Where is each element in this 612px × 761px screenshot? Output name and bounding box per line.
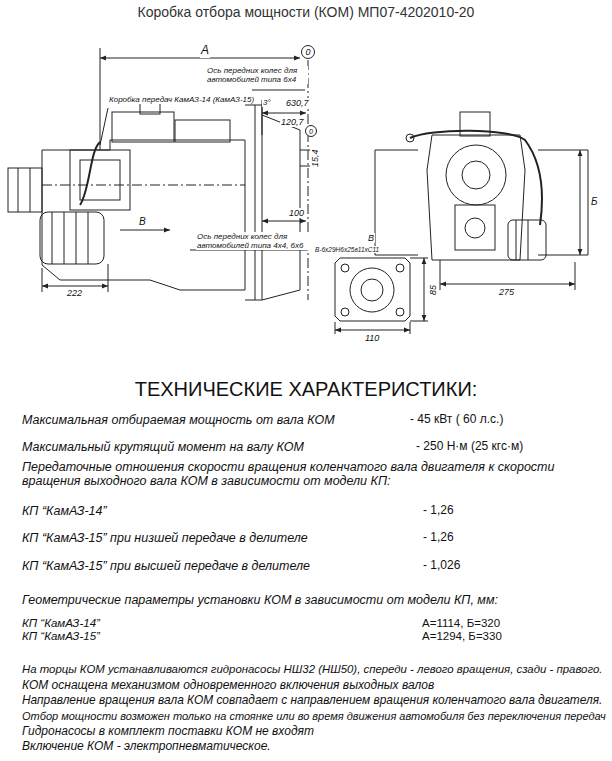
- dimension-label: 275: [498, 287, 515, 297]
- spec-text: КОМ оснащена механизмом одновременного в…: [22, 679, 434, 693]
- spec-text: Отбор мощности возможен только на стоянк…: [22, 710, 606, 723]
- section-heading: ТЕХНИЧЕСКИЕ ХАРАКТЕРИСТИКИ:: [135, 378, 478, 401]
- spec-text: - 250 Н·м (25 кгс·м): [416, 440, 523, 454]
- spec-text: Максимальная отбираемая мощность от вала…: [22, 413, 335, 427]
- spec-text: КП “КамАЗ-15”: [22, 630, 100, 643]
- reference-mark: 0: [305, 48, 310, 57]
- reference-circle: 0: [301, 45, 315, 59]
- dimension-label: Коробка передач КамАЗ-14 (КамАЗ-15): [108, 95, 255, 104]
- spec-text: Гидронасосы в комплект поставки КОМ не в…: [22, 725, 314, 739]
- dimension-label: 3°: [262, 98, 272, 107]
- spec-text: А=1294, Б=330: [422, 630, 502, 643]
- dimension-label: 222: [66, 288, 83, 298]
- dimension-label: В: [138, 216, 147, 228]
- dimension-label: Б: [590, 196, 599, 208]
- dimension-label: 120,7: [280, 117, 305, 127]
- spec-text: Максимальный крутящий момент на валу КОМ: [22, 440, 304, 454]
- spec-text: На торцы КОМ устанавливаются гидронасосы…: [22, 663, 602, 676]
- dimension-label: 630,7: [285, 98, 310, 108]
- spec-text: А=1114, Б=320: [422, 617, 500, 630]
- dimension-label: В: [367, 233, 375, 243]
- spec-text: Передаточные отношения скорости вращения…: [22, 460, 567, 489]
- spec-text: КП “КамАЗ-14”: [22, 617, 100, 630]
- reference-mark: 0: [309, 128, 313, 135]
- spec-text: - 1,26: [423, 531, 454, 545]
- drawing-title: Коробка отбора мощности (КОМ) МП07-42020…: [138, 4, 475, 20]
- spec-text: КП “КамАЗ-15” при высшей передаче в дели…: [22, 559, 310, 573]
- spec-text: - 1,26: [423, 504, 454, 518]
- dimension-label: 15,4: [310, 148, 320, 168]
- spec-text: КП “КамАЗ-15” при низшей передаче в дели…: [22, 531, 308, 545]
- spec-text: Направление вращения вала КОМ совпадает …: [22, 694, 602, 708]
- reference-circle: 0: [305, 125, 317, 137]
- dimension-label: 100: [288, 208, 305, 218]
- spec-text: - 1,026: [423, 559, 460, 573]
- dimension-label: 85: [428, 284, 438, 296]
- dimension-label: А: [200, 44, 210, 58]
- dimension-label: 110: [364, 333, 380, 343]
- dimension-label: Ось передних колес для автомобилей типа …: [206, 66, 308, 84]
- spec-text: - 45 кВт ( 60 л.с.): [410, 413, 503, 427]
- spec-text: Включение КОМ - электропневматическое.: [22, 740, 271, 754]
- dimension-label: Ось передних колес для автомобилей типа …: [196, 232, 310, 250]
- spec-text: КП “КамАЗ-14”: [22, 504, 107, 518]
- spec-text: Геометрические параметры установки КОМ в…: [22, 593, 498, 607]
- dimension-label: В-6х29Н6х25в11хС11: [314, 246, 380, 253]
